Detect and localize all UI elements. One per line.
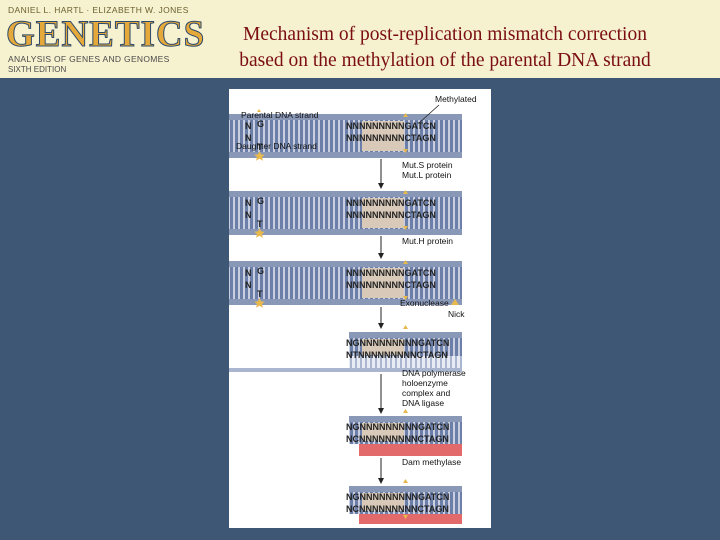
dna-duplex-stage-2: NNNNNNNNNGATCN NNNNNNNNNCTAGN N N G T <box>229 190 462 238</box>
svg-text:N: N <box>245 268 252 278</box>
seq-top-2: NNNNNNNNNGATCN <box>346 198 436 208</box>
step-1-line-1: Mut.S protein <box>402 160 453 170</box>
label-methylated: Methylated <box>435 94 477 104</box>
figure-svg: NNNNNNNNNGATCN NNNNNNNNNCTAGN N N G T Me… <box>229 89 491 528</box>
new-daughter-strand <box>359 444 462 456</box>
label-daughter: Daughter DNA strand <box>236 141 317 151</box>
svg-text:T: T <box>257 289 263 299</box>
svg-text:N: N <box>245 198 252 208</box>
step-5-line-1: Dam methylase <box>402 457 461 467</box>
seq-top-3: NNNNNNNNNGATCN <box>346 268 436 278</box>
logo-wordmark: GENETICS <box>6 15 205 55</box>
seq-bottom-2: NNNNNNNNNCTAGN <box>346 210 436 220</box>
header-banner: DANIEL L. HARTL · ELIZABETH W. JONES GEN… <box>0 0 720 78</box>
title-line-1: Mechanism of post-replication mismatch c… <box>190 22 700 48</box>
seq-top: NNNNNNNNNGATCN <box>346 121 436 131</box>
dna-duplex-stage-5: NGNNNNNNNNNGATCN NCNNNNNNNNNCTAGN <box>346 409 462 456</box>
book-logo: DANIEL L. HARTL · ELIZABETH W. JONES GEN… <box>8 5 188 75</box>
label-nick: Nick <box>448 309 465 319</box>
seq-bottom: NNNNNNNNNCTAGN <box>346 133 436 143</box>
seq-top-5: NGNNNNNNNNNGATCN <box>346 422 449 432</box>
svg-text:T: T <box>257 219 263 229</box>
mismatch-g: G <box>257 119 264 129</box>
step-4-line-3: complex and <box>402 388 450 398</box>
title-line-2: based on the methylation of the parental… <box>190 48 700 74</box>
slide-title: Mechanism of post-replication mismatch c… <box>190 22 700 74</box>
label-parental: Parental DNA strand <box>241 110 319 120</box>
step-1-line-2: Mut.L protein <box>402 170 452 180</box>
step-4-line-4: DNA ligase <box>402 398 444 408</box>
step-3-line-1: Exonuclease <box>400 298 449 308</box>
mismatch-repair-figure: NNNNNNNNNGATCN NNNNNNNNNCTAGN N N G T Me… <box>229 89 491 528</box>
seq-top-4: NGNNNNNNNNNGATCN <box>346 338 449 348</box>
dna-duplex-stage-6: NGNNNNNNNNNGATCN NCNNNNNNNNNCTAGN <box>346 479 462 524</box>
step-4-line-2: holoenzyme <box>402 378 448 388</box>
seq-bottom-5: NCNNNNNNNNNCTAGN <box>346 434 449 444</box>
step-2-line-1: Mut.H protein <box>402 236 453 246</box>
logo-edition: SIXTH EDITION <box>8 65 66 74</box>
left-n-top: N <box>245 121 252 131</box>
logo-subtitle: ANALYSIS OF GENES AND GENOMES <box>8 54 170 64</box>
svg-text:N: N <box>245 280 252 290</box>
seq-bottom-6: NCNNNNNNNNNCTAGN <box>346 504 449 514</box>
seq-top-6: NGNNNNNNNNNGATCN <box>346 492 449 502</box>
seq-bottom-3: NNNNNNNNNCTAGN <box>346 280 436 290</box>
step-4-line-1: DNA polymerase <box>402 368 466 378</box>
seq-bottom-4: NTNNNNNNNNNCTAGN <box>346 350 448 360</box>
svg-text:G: G <box>257 196 264 206</box>
svg-text:N: N <box>245 210 252 220</box>
dna-duplex-stage-4: NGNNNNNNNNNGATCN NTNNNNNNNNNCTAGN <box>229 325 462 372</box>
svg-text:G: G <box>257 266 264 276</box>
